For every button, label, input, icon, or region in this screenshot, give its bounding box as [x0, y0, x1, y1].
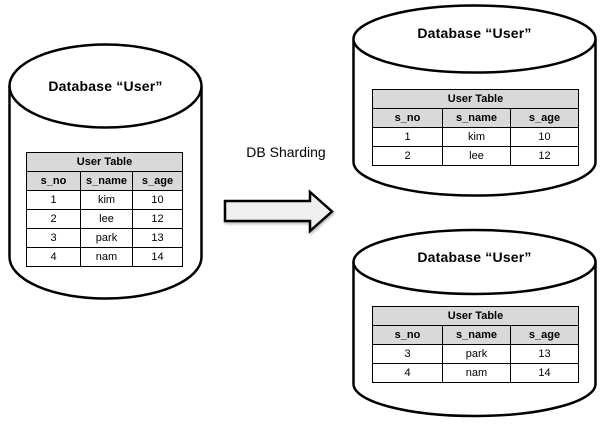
table-title-row: User Table: [26, 152, 183, 172]
cell-s-no: 1: [26, 190, 81, 210]
cell-s-name: lee: [442, 146, 511, 166]
table-row: 4 nam 14: [372, 363, 579, 383]
table-title-row: User Table: [372, 89, 579, 109]
cylinder-top-shape: [352, 228, 597, 296]
table-row: 3 park 13: [26, 228, 183, 248]
cell-s-no: 4: [26, 247, 81, 267]
source-database-cylinder: Database “User” User Table s_no s_name s…: [8, 43, 203, 300]
shard1-user-table: User Table s_no s_name s_age 1 kim 10 2 …: [372, 89, 579, 166]
cell-s-name: nam: [442, 363, 511, 383]
shard2-user-table: User Table s_no s_name s_age 3 park 13 4…: [372, 306, 579, 383]
cylinder-top-shape: [352, 4, 597, 74]
table-row: 2 lee 12: [26, 209, 183, 229]
cell-s-age: 14: [510, 363, 579, 383]
column-header-row: s_no s_name s_age: [372, 108, 579, 128]
table-row: 1 kim 10: [26, 190, 183, 210]
column-header-row: s_no s_name s_age: [26, 171, 183, 191]
database-title: Database “User”: [48, 78, 163, 94]
database-title: Database “User”: [417, 25, 532, 41]
cell-s-no: 4: [372, 363, 443, 383]
table-row: 3 park 13: [372, 344, 579, 364]
table-title: User Table: [372, 306, 579, 326]
table-row: 2 lee 12: [372, 146, 579, 166]
cell-s-name: park: [80, 228, 133, 248]
right-arrow-icon: [223, 189, 334, 234]
table-row: 4 nam 14: [26, 247, 183, 267]
cell-s-age: 13: [132, 228, 183, 248]
source-user-table: User Table s_no s_name s_age 1 kim 10 2 …: [26, 152, 183, 267]
column-header-s-age: s_age: [132, 171, 183, 191]
db-sharding-label: DB Sharding: [246, 144, 326, 160]
cell-s-age: 10: [132, 190, 183, 210]
column-header-s-no: s_no: [26, 171, 81, 191]
table-title-row: User Table: [372, 306, 579, 326]
cell-s-age: 10: [510, 127, 579, 147]
column-header-s-age: s_age: [510, 325, 579, 345]
cell-s-no: 1: [372, 127, 443, 147]
cell-s-name: park: [442, 344, 511, 364]
database-title: Database “User”: [417, 249, 532, 265]
shard2-database-cylinder: Database “User” User Table s_no s_name s…: [352, 228, 597, 418]
column-header-s-name: s_name: [442, 108, 511, 128]
cell-s-no: 2: [372, 146, 443, 166]
column-header-s-name: s_name: [80, 171, 133, 191]
cell-s-name: kim: [442, 127, 511, 147]
cell-s-no: 2: [26, 209, 81, 229]
cell-s-name: nam: [80, 247, 133, 267]
shard1-database-cylinder: Database “User” User Table s_no s_name s…: [352, 3, 597, 197]
cylinder-top-shape: [8, 43, 203, 129]
column-header-s-no: s_no: [372, 325, 443, 345]
table-title: User Table: [26, 152, 183, 172]
cell-s-age: 12: [132, 209, 183, 229]
cell-s-name: lee: [80, 209, 133, 229]
table-title: User Table: [372, 89, 579, 109]
cell-s-no: 3: [26, 228, 81, 248]
arrow-shape: [223, 189, 334, 234]
cell-s-no: 3: [372, 344, 443, 364]
column-header-s-age: s_age: [510, 108, 579, 128]
column-header-row: s_no s_name s_age: [372, 325, 579, 345]
cell-s-name: kim: [80, 190, 133, 210]
cell-s-age: 13: [510, 344, 579, 364]
cell-s-age: 12: [510, 146, 579, 166]
column-header-s-no: s_no: [372, 108, 443, 128]
cell-s-age: 14: [132, 247, 183, 267]
table-row: 1 kim 10: [372, 127, 579, 147]
column-header-s-name: s_name: [442, 325, 511, 345]
